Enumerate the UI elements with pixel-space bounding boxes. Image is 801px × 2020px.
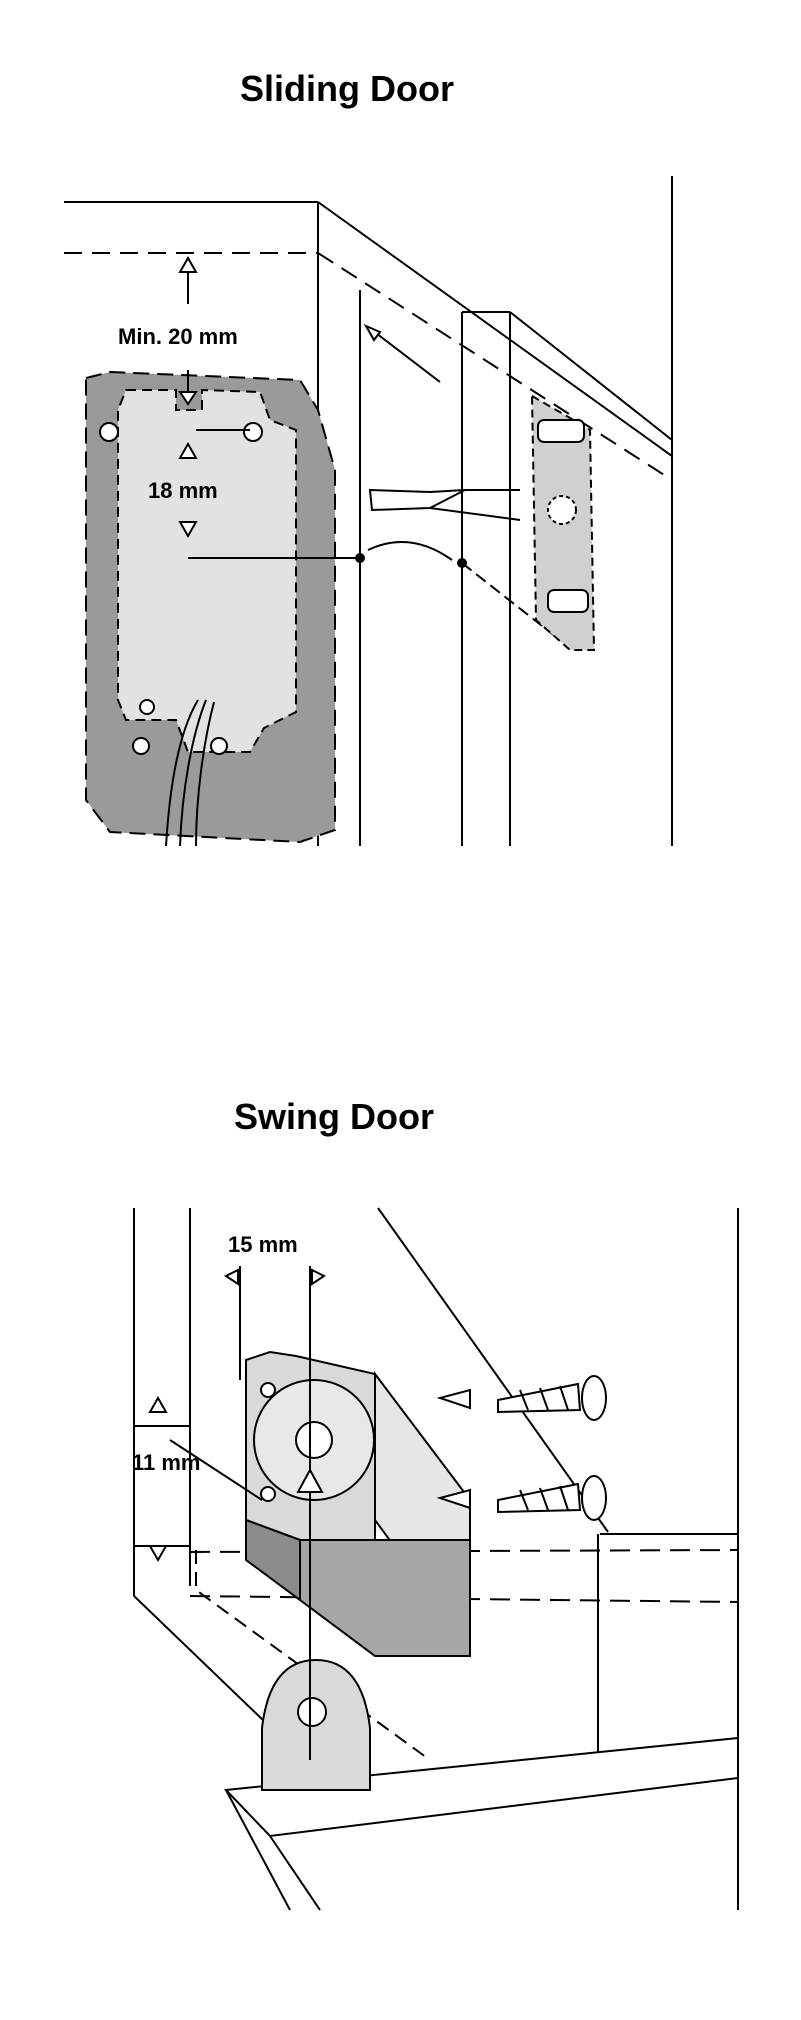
sliding-door-diagram xyxy=(64,176,673,847)
swing-door-diagram xyxy=(133,1207,739,1911)
hole-spacing-18mm-label: 18 mm xyxy=(148,478,218,503)
height-11mm-label: 11 mm xyxy=(132,1450,201,1475)
sliding-door-title: Sliding Door xyxy=(240,68,454,109)
swing-door-title: Swing Door xyxy=(234,1096,434,1137)
min-20mm-label: Min. 20 mm xyxy=(118,324,238,349)
width-15mm-label: 15 mm xyxy=(228,1232,298,1257)
